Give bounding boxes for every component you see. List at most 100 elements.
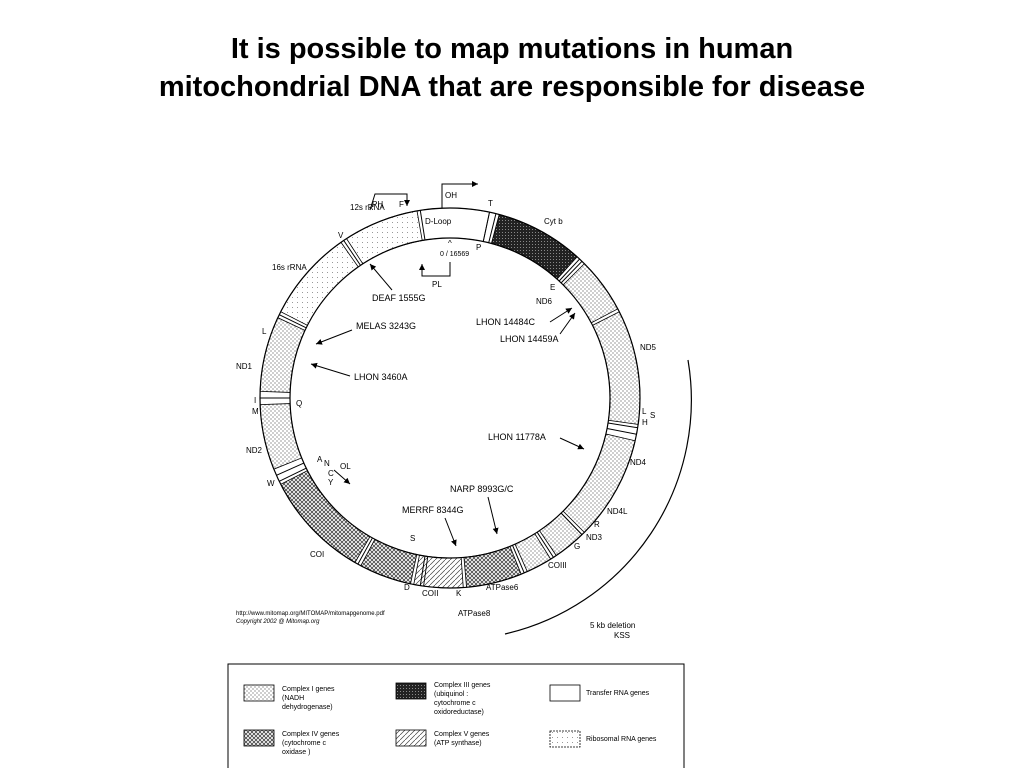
region-label-16s: 16s rRNA: [272, 263, 307, 272]
trna-label-r: R: [594, 520, 600, 529]
source-url: http://www.mitomap.org/MITOMAP/mitomapge…: [236, 611, 385, 617]
region-label-atpase8: ATPase8: [458, 609, 491, 618]
mutation-arrow-lhon14459: [559, 312, 576, 335]
legend-swatch-complex-iii: [395, 682, 427, 700]
trna-separator-1: [488, 213, 497, 243]
legend-text-trna: Transfer RNA genes: [586, 690, 650, 697]
trna-label-f: F: [399, 200, 404, 209]
trna-label-w: W: [267, 479, 275, 488]
trna-label-i: I: [254, 396, 256, 405]
mutation-arrow-lhon3460: [310, 362, 351, 377]
legend-text-complex-iii-2: (ubiquinol :: [434, 691, 468, 698]
trna-label-dloop-mark: ^: [448, 239, 452, 248]
legend-text-complex-iv-1: Complex IV genes: [282, 731, 340, 738]
legend: Complex I genes (NADH dehydrogenase) Com…: [227, 663, 685, 768]
gene-segment-atpase6: [423, 555, 464, 589]
trna-label-c: C: [328, 469, 334, 478]
trna-label-s1: S: [410, 534, 415, 543]
trna-separator-0: [482, 212, 490, 242]
mutation-arrow-narp: [487, 496, 499, 535]
trna-separator-9: [419, 555, 426, 586]
trna-separator-6: [560, 512, 583, 536]
trna-label-e: E: [550, 283, 555, 292]
region-label-dloop: D-Loop: [425, 217, 452, 226]
trna-label-p: P: [476, 243, 481, 252]
mutation-melas-3243g: MELAS 3243G: [356, 321, 416, 331]
trna-label-l2: L: [642, 407, 647, 416]
trna-separator-2: [558, 258, 580, 282]
region-label-coiii: COIII: [548, 561, 567, 570]
trna-separator-7: [536, 531, 554, 558]
trna-separator-4: [607, 422, 638, 429]
trna-separator-16: [419, 210, 426, 241]
trna-label-k: K: [456, 589, 462, 598]
mutation-lhon-11778a: LHON 11778A: [488, 432, 546, 442]
slide-title: It is possible to map mutations in human…: [0, 30, 1024, 106]
legend-text-complex-iv-2: (cytochrome c: [282, 740, 326, 747]
genome-ring: [259, 207, 641, 589]
legend-swatch-complex-v: [395, 729, 427, 747]
legend-text-complex-iii-1: Complex III genes: [434, 682, 491, 689]
promoter-h-label: PH: [372, 200, 383, 209]
trna-separator-11: [279, 467, 307, 482]
mutation-arrow-deaf: [369, 263, 393, 291]
legend-text-complex-iv-3: oxidase ): [282, 749, 310, 756]
slide-title-line-1: It is possible to map mutations in human: [230, 33, 794, 65]
origin-l-label: OL: [340, 462, 351, 471]
trna-separator-3: [560, 260, 583, 284]
promoter-h-bracket: [369, 193, 410, 211]
region-label-nd2: ND2: [246, 446, 263, 455]
legend-text-complex-iii-3: cytochrome c: [434, 700, 476, 707]
deletion-label: 5 kb deletion: [590, 621, 635, 630]
trna-label-t: T: [488, 199, 493, 208]
trna-label-a: A: [317, 455, 323, 464]
source-copyright: Copyright 2002 @ Mitomap.org: [236, 619, 320, 625]
origin-h-label: OH: [445, 191, 457, 200]
trna-label-y: Y: [328, 478, 334, 487]
region-label-coi: COI: [310, 550, 324, 559]
region-label-nd4: ND4: [630, 458, 647, 467]
trna-separator-8: [512, 545, 525, 574]
trna-label-n: N: [324, 459, 330, 468]
gene-segment-12s-rrna: [345, 210, 423, 265]
legend-text-ribosomal: Ribosomal RNA genes: [586, 736, 657, 743]
trna-separator-5: [606, 428, 637, 435]
region-label-cytb: Cyt b: [544, 217, 563, 226]
legend-text-complex-i-1: Complex I genes: [282, 686, 335, 693]
mutation-arrow-melas: [315, 329, 353, 345]
region-label-12s: 12s rRNA: [350, 203, 385, 212]
mutation-narp-8993g-c: NARP 8993G/C: [450, 484, 514, 494]
gene-segment-nd2: [259, 403, 303, 470]
origin-h-bracket: [441, 181, 478, 208]
position-marker: 0 / 16569: [440, 251, 469, 258]
trna-label-d: D: [404, 583, 410, 592]
origin-l-arrow: [333, 469, 351, 485]
mutation-arrow-merrf: [444, 517, 457, 547]
legend-text-complex-i-3: dehydrogenase): [282, 704, 333, 711]
region-label-coii: COII: [422, 589, 438, 598]
gene-segment-coi: [280, 470, 371, 564]
trna-label-s2: S: [650, 411, 655, 420]
trna-separator-12: [276, 462, 305, 476]
gene-segment-nd4: [562, 433, 636, 533]
gene-segment-16s-rrna: [280, 241, 359, 326]
legend-swatch-trna: [549, 684, 581, 702]
trna-separator-10: [357, 537, 373, 565]
slide-title-line-2: mitochondrial DNA that are responsible f…: [158, 71, 866, 103]
legend-swatch-complex-i: [243, 684, 275, 702]
promoter-l-label: PL: [432, 280, 442, 289]
region-label-nd3: ND3: [586, 533, 603, 542]
legend-text-complex-v-2: (ATP synthase): [434, 740, 482, 747]
trna-label-q: Q: [296, 399, 302, 408]
trna-label-g: G: [574, 542, 580, 551]
legend-text-complex-v-1: Complex V genes: [434, 731, 490, 738]
trna-label-m: M: [252, 407, 259, 416]
promoter-l-bracket: [419, 262, 451, 277]
legend-text-complex-i-2: (NADH: [282, 695, 304, 702]
mutation-lhon-14484c: LHON 14484C: [476, 317, 536, 327]
gene-segment-nd5: [592, 311, 641, 425]
region-label-nd6: ND6: [536, 297, 553, 306]
mutation-deaf-1555g: DEAF 1555G: [372, 293, 426, 303]
legend-text-complex-iii-4: oxidoreductase): [434, 709, 484, 716]
